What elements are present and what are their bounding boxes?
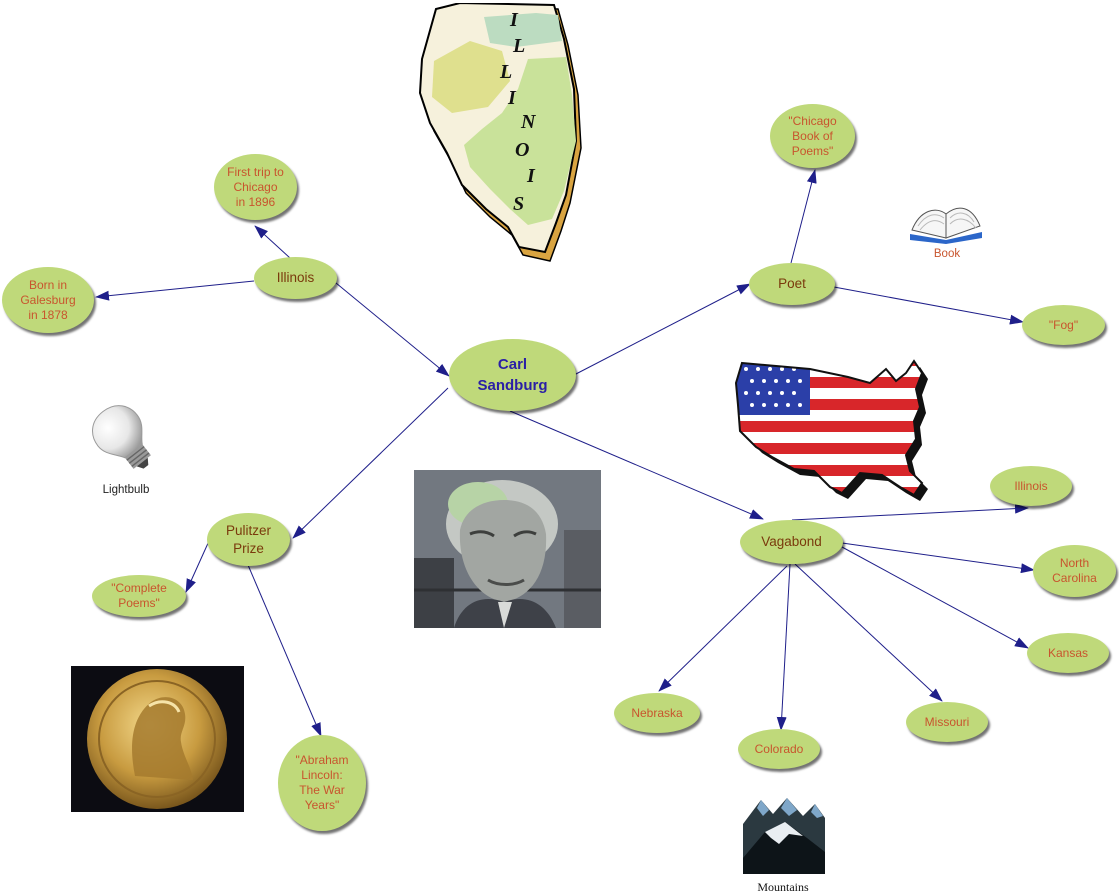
illinois-letter: I: [510, 9, 518, 31]
link-vagabond-to-kansas: [841, 546, 1029, 649]
detail-node-label: Missouri: [924, 714, 970, 729]
link-vagabond-to-nebraska: [658, 565, 788, 692]
detail-node-kansas[interactable]: Kansas: [1027, 633, 1109, 673]
illinois-letter: L: [513, 35, 526, 57]
topic-node-poet[interactable]: Poet: [749, 263, 835, 305]
link-illinois-to-born: [95, 280, 255, 301]
detail-node-label: Born in Galesburg in 1878: [20, 277, 76, 322]
illinois-map-image[interactable]: I L L I N O I S: [418, 1, 590, 263]
detail-node-complete-poems[interactable]: "Complete Poems": [92, 575, 186, 617]
illinois-letter: L: [500, 61, 513, 83]
detail-node-label: "Fog": [1048, 317, 1079, 332]
topic-node-label: Poet: [778, 276, 806, 291]
book-image[interactable]: [906, 200, 986, 244]
link-central-to-vagabond: [509, 410, 764, 520]
topic-node-label: Illinois: [276, 270, 315, 285]
detail-node-abraham-lincoln[interactable]: "Abraham Lincoln: The War Years": [278, 735, 366, 831]
detail-node-label: Kansas: [1047, 645, 1089, 660]
link-vagabond-to-north-carolina: [841, 542, 1035, 574]
detail-node-fog[interactable]: "Fog": [1022, 305, 1105, 345]
detail-node-label: "Abraham Lincoln: The War Years": [295, 753, 349, 812]
detail-node-label: Nebraska: [631, 705, 683, 720]
link-vagabond-to-illinois: [791, 503, 1029, 521]
detail-node-label: Illinois: [1014, 478, 1048, 493]
topic-node-label: Pulitzer Prize: [225, 522, 271, 556]
link-poet-to-chicago-poems: [790, 169, 817, 264]
detail-node-missouri[interactable]: Missouri: [906, 702, 988, 742]
link-pulitzer-to-lincoln: [247, 564, 322, 737]
link-central-to-pulitzer: [292, 387, 449, 539]
link-illinois-to-central: [335, 282, 450, 377]
topic-node-label: Vagabond: [761, 534, 822, 549]
detail-node-north-carolina[interactable]: North Carolina: [1033, 545, 1116, 597]
carl-sandburg-portrait-image[interactable]: [414, 470, 601, 628]
link-vagabond-to-missouri: [794, 563, 943, 702]
lightbulb-image[interactable]: [86, 402, 164, 478]
pulitzer-medal-image[interactable]: [71, 666, 244, 812]
mountains-image[interactable]: [743, 794, 825, 876]
detail-node-chicago-poems[interactable]: "Chicago Book of Poems": [770, 104, 855, 168]
illinois-letter: I: [527, 165, 535, 187]
illinois-letter: S: [513, 193, 525, 215]
topic-node-pulitzer-prize[interactable]: Pulitzer Prize: [207, 513, 290, 566]
detail-node-label: Colorado: [754, 741, 804, 756]
detail-node-born[interactable]: Born in Galesburg in 1878: [2, 267, 94, 333]
topic-node-vagabond[interactable]: Vagabond: [740, 520, 843, 564]
link-vagabond-to-colorado: [776, 563, 791, 731]
detail-node-colorado[interactable]: Colorado: [738, 729, 820, 769]
link-poet-to-fog: [833, 286, 1024, 325]
lightbulb-caption: Lightbulb: [102, 484, 150, 496]
topic-node-illinois[interactable]: Illinois: [254, 257, 337, 299]
book-caption: Book: [933, 248, 961, 260]
link-central-to-poet: [573, 283, 751, 376]
detail-node-first-trip[interactable]: First trip to Chicago in 1896: [214, 154, 297, 220]
detail-node-label: First trip to Chicago in 1896: [227, 164, 284, 209]
illinois-letter: O: [515, 139, 530, 161]
detail-node-label: North Carolina: [1052, 556, 1097, 585]
link-illinois-to-first-trip: [254, 225, 291, 259]
detail-node-label: "Complete Poems": [111, 581, 167, 610]
illinois-letter: N: [521, 111, 536, 133]
central-node-carl-sandburg[interactable]: Carl Sandburg: [449, 339, 576, 411]
us-flag-map-image[interactable]: [734, 355, 930, 501]
detail-node-label: "Chicago Book of Poems": [788, 113, 837, 158]
link-pulitzer-to-complete-poems: [185, 540, 210, 593]
detail-node-nebraska[interactable]: Nebraska: [614, 693, 700, 733]
central-node-label: Carl Sandburg: [477, 356, 548, 394]
mountains-caption: Mountains: [757, 880, 809, 894]
illinois-letter: I: [508, 87, 516, 109]
detail-node-illinois-travel[interactable]: Illinois: [990, 466, 1072, 506]
